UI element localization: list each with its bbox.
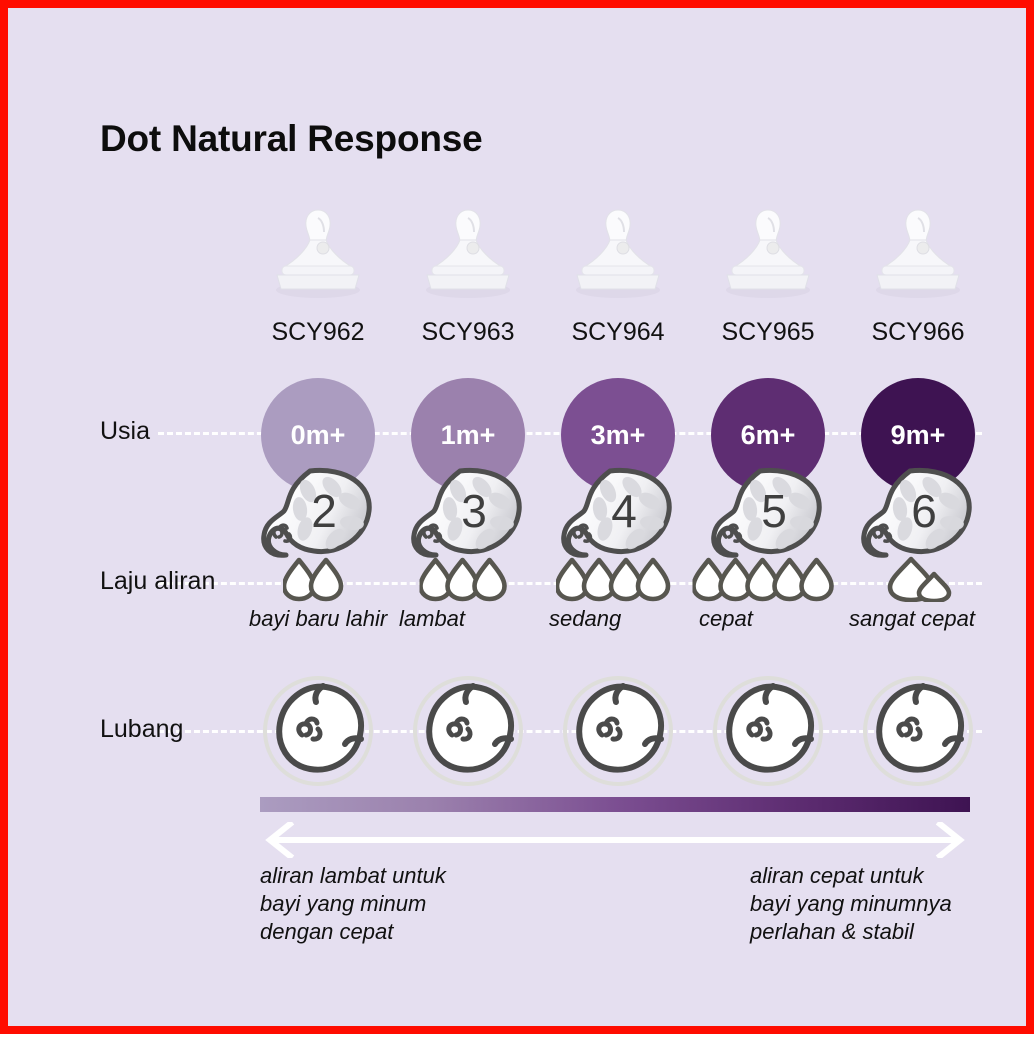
flow-drop-icon-group <box>283 557 344 602</box>
product-code: SCY964 <box>571 318 665 346</box>
teat-hole-icon <box>413 676 523 786</box>
teat-number-badge: 5 <box>710 463 826 563</box>
flow-rate-label: cepat <box>699 606 753 631</box>
flow-rate-drops <box>881 556 955 602</box>
flow-rate-label: sedang <box>549 606 622 631</box>
row-label-flow-rate: Laju aliran <box>100 567 216 595</box>
row-label-hole: Lubang <box>100 715 184 743</box>
product-column[interactable]: SCY964 3m+ 4 <box>543 8 693 1042</box>
page-title: Dot Natural Response <box>100 118 483 159</box>
product-column[interactable]: SCY965 6m+ 5 <box>692 8 844 1042</box>
svg-text:5: 5 <box>761 485 787 537</box>
product-column[interactable]: SCY962 0m+ 2 <box>243 8 393 1042</box>
teat-number-badge: 6 <box>860 463 976 563</box>
product-code: SCY965 <box>721 318 815 346</box>
teat-product-photo <box>426 209 510 298</box>
hole-illustration <box>410 673 526 789</box>
flow-rate-drops <box>419 556 517 602</box>
svg-text:2: 2 <box>311 485 337 537</box>
range-arrow-icon <box>265 822 965 858</box>
teat-photo <box>863 204 973 300</box>
row-label-age: Usia <box>100 417 151 445</box>
teat-hole-icon <box>563 676 673 786</box>
age-badge-label: 1m+ <box>440 419 496 450</box>
flow-drop-icon-group <box>419 557 507 602</box>
age-badge-label: 0m+ <box>290 419 346 450</box>
hole-illustration <box>710 673 826 789</box>
flow-rate-label: bayi baru lahir <box>249 606 388 631</box>
flow-drop-icon-group <box>556 557 671 602</box>
svg-text:4: 4 <box>611 485 637 537</box>
teat-product-photo <box>876 209 960 298</box>
flow-drop-icon-double <box>887 556 952 602</box>
teat-photo <box>413 204 523 300</box>
teat-product-photo <box>576 209 660 298</box>
teat-photo <box>713 204 823 300</box>
flow-rate-label: lambat <box>399 606 466 631</box>
teat-product-photo <box>726 209 810 298</box>
product-column[interactable]: SCY963 1m+ 3 <box>393 8 543 1042</box>
teat-hole-icon <box>713 676 823 786</box>
teat-flow-number-icon: 6 <box>861 467 972 558</box>
age-badge-label: 3m+ <box>590 419 646 450</box>
guide-line-hole <box>158 730 982 733</box>
product-code: SCY966 <box>871 318 965 346</box>
product-column[interactable]: SCY966 9m+ 6 <box>843 8 993 1042</box>
hole-illustration <box>860 673 976 789</box>
teat-product-photo <box>276 209 360 298</box>
teat-flow-number-icon: 5 <box>711 467 822 558</box>
svg-text:6: 6 <box>911 485 937 537</box>
teat-photo <box>263 204 373 300</box>
infographic-canvas: Dot Natural Response Usia Laju aliran Lu… <box>8 8 1034 1042</box>
age-badge-label: 6m+ <box>740 419 796 450</box>
svg-text:3: 3 <box>461 485 487 537</box>
teat-hole-icon <box>263 676 373 786</box>
caption-fast-flow: aliran cepat untuk bayi yang minumnya pe… <box>750 863 952 944</box>
product-code: SCY962 <box>271 318 365 346</box>
age-badge-label: 9m+ <box>890 419 946 450</box>
product-code: SCY963 <box>421 318 515 346</box>
caption-slow-flow: aliran lambat untuk bayi yang minum deng… <box>260 863 446 944</box>
teat-hole-icon <box>863 676 973 786</box>
hole-illustration <box>260 673 376 789</box>
flow-drop-icon-group <box>692 557 834 602</box>
hole-illustration <box>560 673 676 789</box>
teat-flow-number-icon: 4 <box>561 467 672 558</box>
flow-rate-drops <box>692 556 844 602</box>
teat-flow-number-icon: 2 <box>261 467 372 558</box>
flow-rate-label: sangat cepat <box>849 606 975 631</box>
teat-number-badge: 4 <box>560 463 676 563</box>
teat-flow-number-icon: 3 <box>411 467 522 558</box>
flow-gradient-bar <box>260 797 970 812</box>
teat-number-badge: 3 <box>410 463 526 563</box>
flow-rate-drops <box>556 556 680 602</box>
flow-rate-drops <box>283 556 353 602</box>
teat-number-badge: 2 <box>260 463 376 563</box>
teat-photo <box>563 204 673 300</box>
